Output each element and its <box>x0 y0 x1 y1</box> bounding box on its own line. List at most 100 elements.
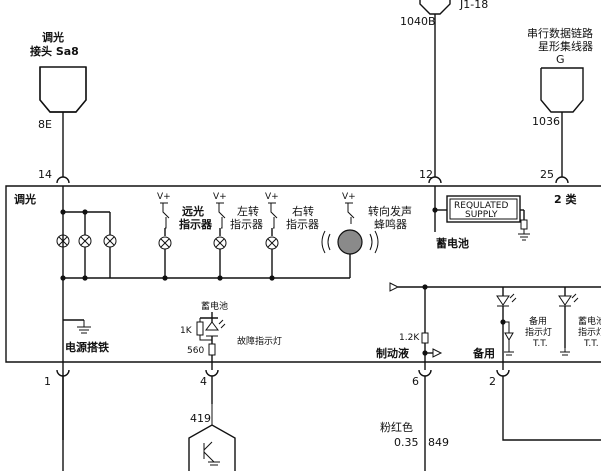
high-beam-indicator: V+ 远光 指示器 <box>157 192 213 278</box>
battery-indicator: 蓄电池 指示灯 T.T. <box>558 287 601 356</box>
wire-gauge-label: 0.35 <box>394 436 419 449</box>
battery-lamp-label-3: T.T. <box>583 339 599 349</box>
serial-connector-title: 串行数据链路 <box>527 26 593 40</box>
regulated-supply: REQULATED SUPPLY 蓄电池 <box>432 186 530 250</box>
battery-label: 蓄电池 <box>436 236 469 250</box>
serial-connector: 串行数据链路 星形集线器 G 1036 25 <box>527 26 593 181</box>
resistor-icon <box>421 332 429 344</box>
led-icon <box>496 295 510 307</box>
arrow-icon <box>389 282 400 292</box>
buzzer-icon <box>337 229 363 255</box>
battery-lamp-label: 蓄电池 <box>578 315 601 327</box>
pin-2-label: 2 <box>489 375 496 388</box>
serial-connector-subtitle: 星形集线器 <box>538 39 593 53</box>
top-plug-shape <box>419 0 451 15</box>
top-pin-number: 12 <box>419 168 433 181</box>
resistor-560-label: 560 <box>187 346 204 356</box>
fault-lamp-label: 故障指示灯 <box>237 335 282 347</box>
led-icon <box>558 295 572 307</box>
resistor-1k-label: 1K <box>180 326 193 336</box>
serial-plug-shape <box>540 67 584 113</box>
lamp-icon <box>158 236 172 250</box>
connector-419: 419 <box>188 404 236 471</box>
spare-lamp-label-3: T.T. <box>532 339 548 349</box>
power-ground: 电源搭铁 <box>63 319 109 354</box>
light-rays-icon <box>571 293 579 303</box>
pin-1-label: 1 <box>44 375 51 388</box>
high-beam-label: 远光 <box>182 204 204 218</box>
ground-icon <box>77 320 91 334</box>
pin-6-label: 6 <box>412 375 419 388</box>
fault-battery-label: 蓄电池 <box>201 300 228 312</box>
left-turn-label-2: 指示器 <box>230 217 263 231</box>
ground-icon <box>518 229 530 241</box>
serial-pin-number: 25 <box>540 168 554 181</box>
fault-indicator: 蓄电池 1K 560 故障指示灯 <box>180 300 282 370</box>
spare-indicator: 备用 指示灯 T.T. 备用 <box>472 287 552 370</box>
resistor-icon <box>208 343 216 356</box>
buzzer-label: 转向发声 <box>368 204 412 218</box>
pin-hook-4 <box>205 369 219 377</box>
transistor-switch-icon <box>160 202 170 229</box>
spare-label: 备用 <box>472 346 495 360</box>
vplus-label: V+ <box>213 192 227 202</box>
top-connector-id: J1-18 <box>459 0 488 11</box>
module-dimmer-label: 调光 <box>14 192 36 206</box>
right-turn-label: 右转 <box>292 204 314 218</box>
turn-buzzer: V+ 转向发声 蜂鸣器 <box>321 192 412 278</box>
lamp-icon <box>265 236 279 250</box>
arrow-icon <box>432 348 443 358</box>
lamp-icon <box>78 234 92 248</box>
junction-dot <box>60 209 66 215</box>
transistor-ground-icon <box>203 404 220 466</box>
resistor-1-2k-label: 1.2K <box>399 333 420 343</box>
backlight-lamps <box>56 212 117 278</box>
vplus-label: V+ <box>265 192 279 202</box>
module-class2-label: 2 类 <box>554 192 577 206</box>
transistor-switch-icon <box>268 202 278 229</box>
ground-icon <box>504 348 514 356</box>
dimmer-connector: 调光 接头 Sa8 8E 14 <box>30 30 87 181</box>
pin-hook-6 <box>418 369 432 377</box>
left-turn-label: 左转 <box>237 204 259 218</box>
dimmer-connector-subtitle: 接头 Sa8 <box>30 44 79 58</box>
resistor-icon <box>520 219 528 230</box>
dimmer-plug-shape <box>39 66 87 113</box>
brake-fluid-circuit: 1.2K 制动液 <box>376 282 601 370</box>
regulated-supply-label: REQULATED <box>454 201 508 211</box>
connector-419-shape <box>188 424 236 471</box>
buzzer-label-2: 蜂鸣器 <box>374 217 407 231</box>
transistor-switch-icon <box>503 321 514 348</box>
vplus-label: V+ <box>342 192 356 202</box>
high-beam-label-2: 指示器 <box>179 217 213 231</box>
top-connector: J1-18 1040B 12 <box>400 0 488 181</box>
power-ground-label: 电源搭铁 <box>65 340 109 354</box>
spare-lamp-label: 备用 <box>529 315 547 327</box>
dimmer-connector-title: 调光 <box>42 30 64 44</box>
pin-hook-14 <box>56 176 70 184</box>
pin-hook-2 <box>496 369 510 377</box>
right-turn-label-2: 指示器 <box>286 217 319 231</box>
brake-fluid-label: 制动液 <box>376 346 410 360</box>
left-turn-indicator: V+ 左转 指示器 <box>213 192 263 278</box>
lamp-icon <box>56 234 70 248</box>
right-turn-indicator: V+ 右转 指示器 <box>265 192 319 278</box>
ground-icon <box>560 348 570 356</box>
regulated-supply-label-2: SUPPLY <box>465 210 498 220</box>
instrument-module-box <box>5 185 601 363</box>
lamp-icon <box>213 236 227 250</box>
connector-419-label: 419 <box>190 412 211 425</box>
pin-4-label: 4 <box>200 375 207 388</box>
serial-connector-letter: G <box>556 53 565 66</box>
led-icon <box>205 321 219 337</box>
dimmer-pin-number: 14 <box>38 168 52 181</box>
serial-wire-number: 1036 <box>532 115 560 128</box>
wire-color-label: 粉红色 <box>380 420 413 434</box>
regulated-supply-box <box>446 195 521 223</box>
transistor-switch-icon <box>216 202 226 229</box>
top-wire-number: 1040B <box>400 15 436 28</box>
light-rays-icon <box>218 319 226 329</box>
spare-lamp-label-2: 指示灯 <box>525 326 552 338</box>
battery-lamp-label-2: 指示灯 <box>578 326 601 338</box>
